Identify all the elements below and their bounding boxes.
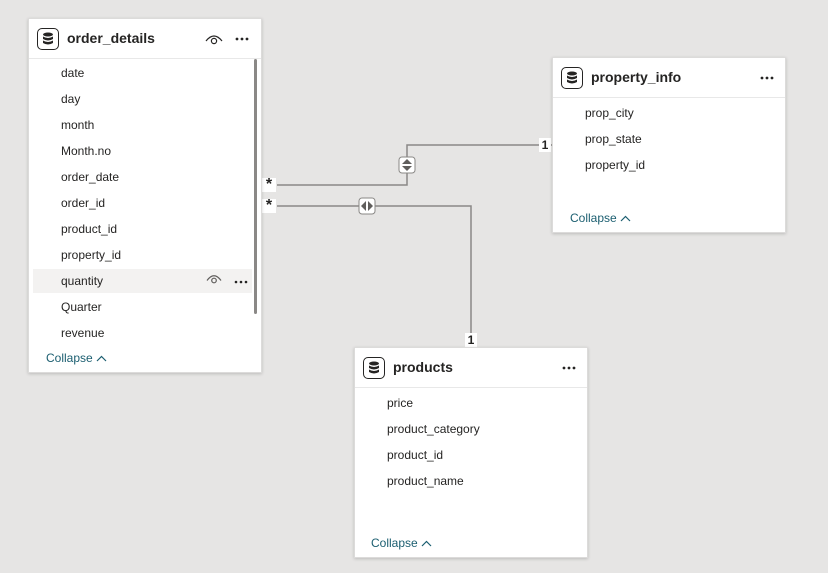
crossfilter-both-icon[interactable]	[358, 197, 376, 215]
field-label: date	[61, 66, 85, 80]
eye-icon[interactable]	[206, 273, 222, 287]
field-item[interactable]: order_id	[33, 191, 252, 215]
field-item[interactable]: property_id	[33, 243, 252, 267]
collapse-label: Collapse	[570, 211, 617, 225]
field-item[interactable]: price	[359, 391, 578, 415]
table-title: products	[393, 359, 453, 375]
more-options-icon[interactable]	[233, 31, 251, 47]
field-label: product_name	[387, 474, 464, 488]
field-item[interactable]: product_id	[33, 217, 252, 241]
field-item[interactable]: prop_city	[557, 101, 776, 125]
table-header[interactable]: products	[355, 348, 587, 388]
field-label: product_id	[387, 448, 444, 462]
collapse-label: Collapse	[371, 536, 418, 550]
field-label: prop_city	[585, 106, 634, 120]
table-card-products[interactable]: products price product_category product_…	[354, 347, 588, 558]
table-header[interactable]: order_details	[29, 19, 261, 59]
table-card-property-info[interactable]: property_info prop_city prop_state prope…	[552, 57, 786, 233]
field-item[interactable]: quantity	[33, 269, 252, 293]
field-label: Month.no	[61, 144, 112, 158]
cardinality-one-label: 1	[539, 138, 551, 152]
field-label: quantity	[61, 274, 104, 288]
collapse-label: Collapse	[46, 351, 93, 365]
table-icon	[561, 67, 583, 89]
collapse-button[interactable]: Collapse	[570, 211, 631, 225]
field-label: month	[61, 118, 95, 132]
collapse-button[interactable]: Collapse	[46, 351, 107, 365]
field-item[interactable]: order_date	[33, 165, 252, 189]
field-item[interactable]: property_id	[557, 153, 776, 177]
field-item[interactable]: revenue	[33, 321, 252, 345]
chevron-up-icon	[96, 351, 107, 365]
table-icon	[363, 357, 385, 379]
table-title: order_details	[67, 30, 155, 46]
table-icon	[37, 28, 59, 50]
field-item[interactable]: product_name	[359, 469, 578, 493]
field-label: prop_state	[585, 132, 642, 146]
cardinality-one-label: 1	[465, 333, 477, 347]
crossfilter-both-icon[interactable]	[398, 156, 416, 174]
field-item[interactable]: Month.no	[33, 139, 252, 163]
more-options-icon[interactable]	[234, 273, 248, 287]
chevron-up-icon	[421, 536, 432, 550]
more-options-icon[interactable]	[560, 360, 578, 376]
more-options-icon[interactable]	[758, 70, 776, 86]
field-label: product_id	[61, 222, 118, 236]
field-label: price	[387, 396, 414, 410]
field-label: day	[61, 92, 81, 106]
field-label: revenue	[61, 326, 105, 340]
collapse-button[interactable]: Collapse	[371, 536, 432, 550]
field-label: Quarter	[61, 300, 102, 314]
field-label: product_category	[387, 422, 480, 436]
table-header[interactable]: property_info	[553, 58, 785, 98]
field-label: property_id	[61, 248, 122, 262]
field-item[interactable]: product_category	[359, 417, 578, 441]
relationship-line-order-products[interactable]	[277, 205, 472, 347]
chevron-up-icon	[620, 211, 631, 225]
scrollbar[interactable]	[254, 59, 257, 314]
field-item[interactable]: prop_state	[557, 127, 776, 151]
field-label: order_id	[61, 196, 106, 210]
field-label: property_id	[585, 158, 646, 172]
field-item[interactable]: date	[33, 61, 252, 85]
cardinality-many-label: *	[262, 198, 276, 214]
field-item[interactable]: day	[33, 87, 252, 111]
field-label: order_date	[61, 170, 120, 184]
eye-icon[interactable]	[205, 31, 223, 47]
field-item[interactable]: product_id	[359, 443, 578, 467]
table-title: property_info	[591, 69, 682, 85]
table-card-order-details[interactable]: order_details date day month Month.no or…	[28, 18, 262, 373]
field-item[interactable]: Quarter	[33, 295, 252, 319]
field-item[interactable]: month	[33, 113, 252, 137]
cardinality-many-label: *	[262, 177, 276, 193]
